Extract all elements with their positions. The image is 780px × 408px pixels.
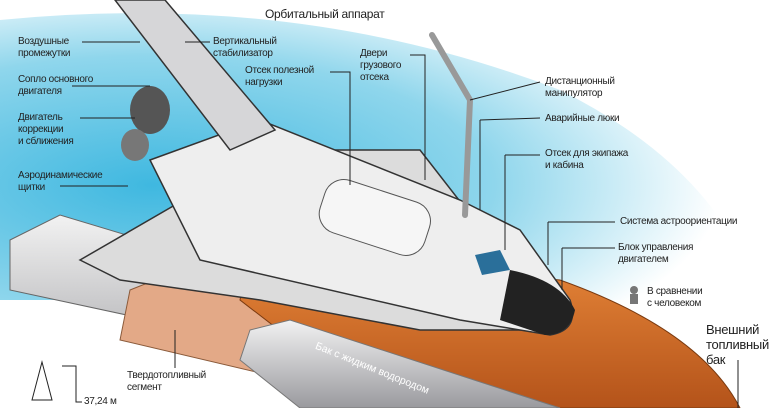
nose-cone — [500, 270, 575, 335]
label-external-tank: Внешний топливный бак — [706, 322, 769, 367]
oms-pod — [121, 129, 149, 161]
vertical-stabilizer-shape — [114, 0, 277, 151]
label-engine-control: Блок управления двигателем — [618, 242, 694, 265]
payload-module — [318, 179, 431, 256]
label-payload-bay: Отсек полезной нагрузки — [245, 65, 314, 88]
label-manipulator: Дистанционный манипулятор — [545, 76, 615, 99]
human-figure-icon — [630, 286, 638, 294]
orbiter-silhouette-scale — [31, 360, 53, 401]
label-emergency-hatches: Аварийные люки — [545, 113, 620, 124]
engine-nozzle — [130, 86, 170, 134]
label-human-compare: В сравнении с человеком — [647, 286, 703, 309]
label-vertical-stabilizer: Вертикальный стабилизатор — [213, 36, 277, 59]
label-attitude-system: Система астроориентации — [620, 216, 738, 227]
leader-lines — [60, 41, 739, 408]
label-cargo-doors: Двери грузового отсека — [360, 48, 402, 83]
label-air-gaps: Воздушные промежутки — [18, 36, 71, 59]
label-solid-segment: Твердотопливный сегмент — [127, 370, 206, 393]
label-crew-cabin: Отсек для экипажа и кабина — [545, 148, 629, 171]
label-main-engine-nozzle: Сопло основного двигателя — [18, 74, 94, 97]
label-aero-flaps: Аэродинамические щитки — [18, 170, 103, 193]
diagram-title: Орбитальный аппарат — [265, 7, 385, 21]
second-booster — [239, 319, 561, 408]
label-height: 37,24 м — [84, 396, 117, 407]
cockpit-window — [475, 250, 510, 275]
label-oms-engine: Двигатель коррекции и сближения — [18, 112, 74, 147]
